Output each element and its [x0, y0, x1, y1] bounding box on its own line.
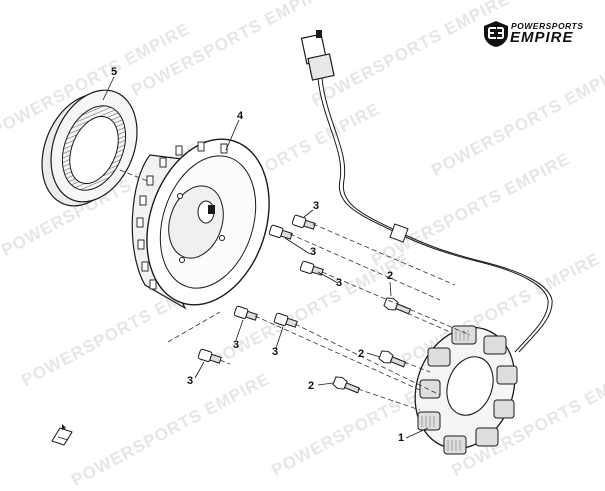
callout-part-3: 3: [313, 200, 320, 212]
logo-brand-main: EMPIRE: [510, 29, 574, 46]
callout-part-3: 3: [233, 339, 240, 351]
wire-connector: [300, 30, 335, 81]
wiring-harness: [317, 77, 553, 353]
callout-part-5: 5: [111, 66, 118, 78]
logo-brand-top: POWERSPORTS: [511, 21, 584, 31]
flywheel-rotor-part: [131, 138, 270, 310]
callout-part-3: 3: [336, 277, 343, 289]
callout-part-2: 2: [308, 380, 315, 392]
stator-part: [414, 325, 518, 455]
empire-emblem-icon: [484, 21, 508, 47]
callout-part-3: 3: [310, 246, 317, 258]
one-way-bearing-part: [41, 89, 138, 207]
assembly-guide-lines: [119, 169, 471, 411]
callout-part-1: 1: [398, 432, 405, 444]
callout-part-3: 3: [187, 375, 194, 387]
callout-part-4: 4: [237, 110, 244, 122]
powersports-empire-logo: POWERSPORTS EMPIRE: [483, 20, 593, 50]
stator-bolts-part: [332, 297, 412, 394]
callout-part-3: 3: [272, 346, 279, 358]
callout-part-2: 2: [387, 270, 394, 282]
callout-part-2: 2: [358, 348, 365, 360]
callout-leader-lines: [102, 76, 429, 439]
view-direction-icon: [51, 424, 73, 446]
